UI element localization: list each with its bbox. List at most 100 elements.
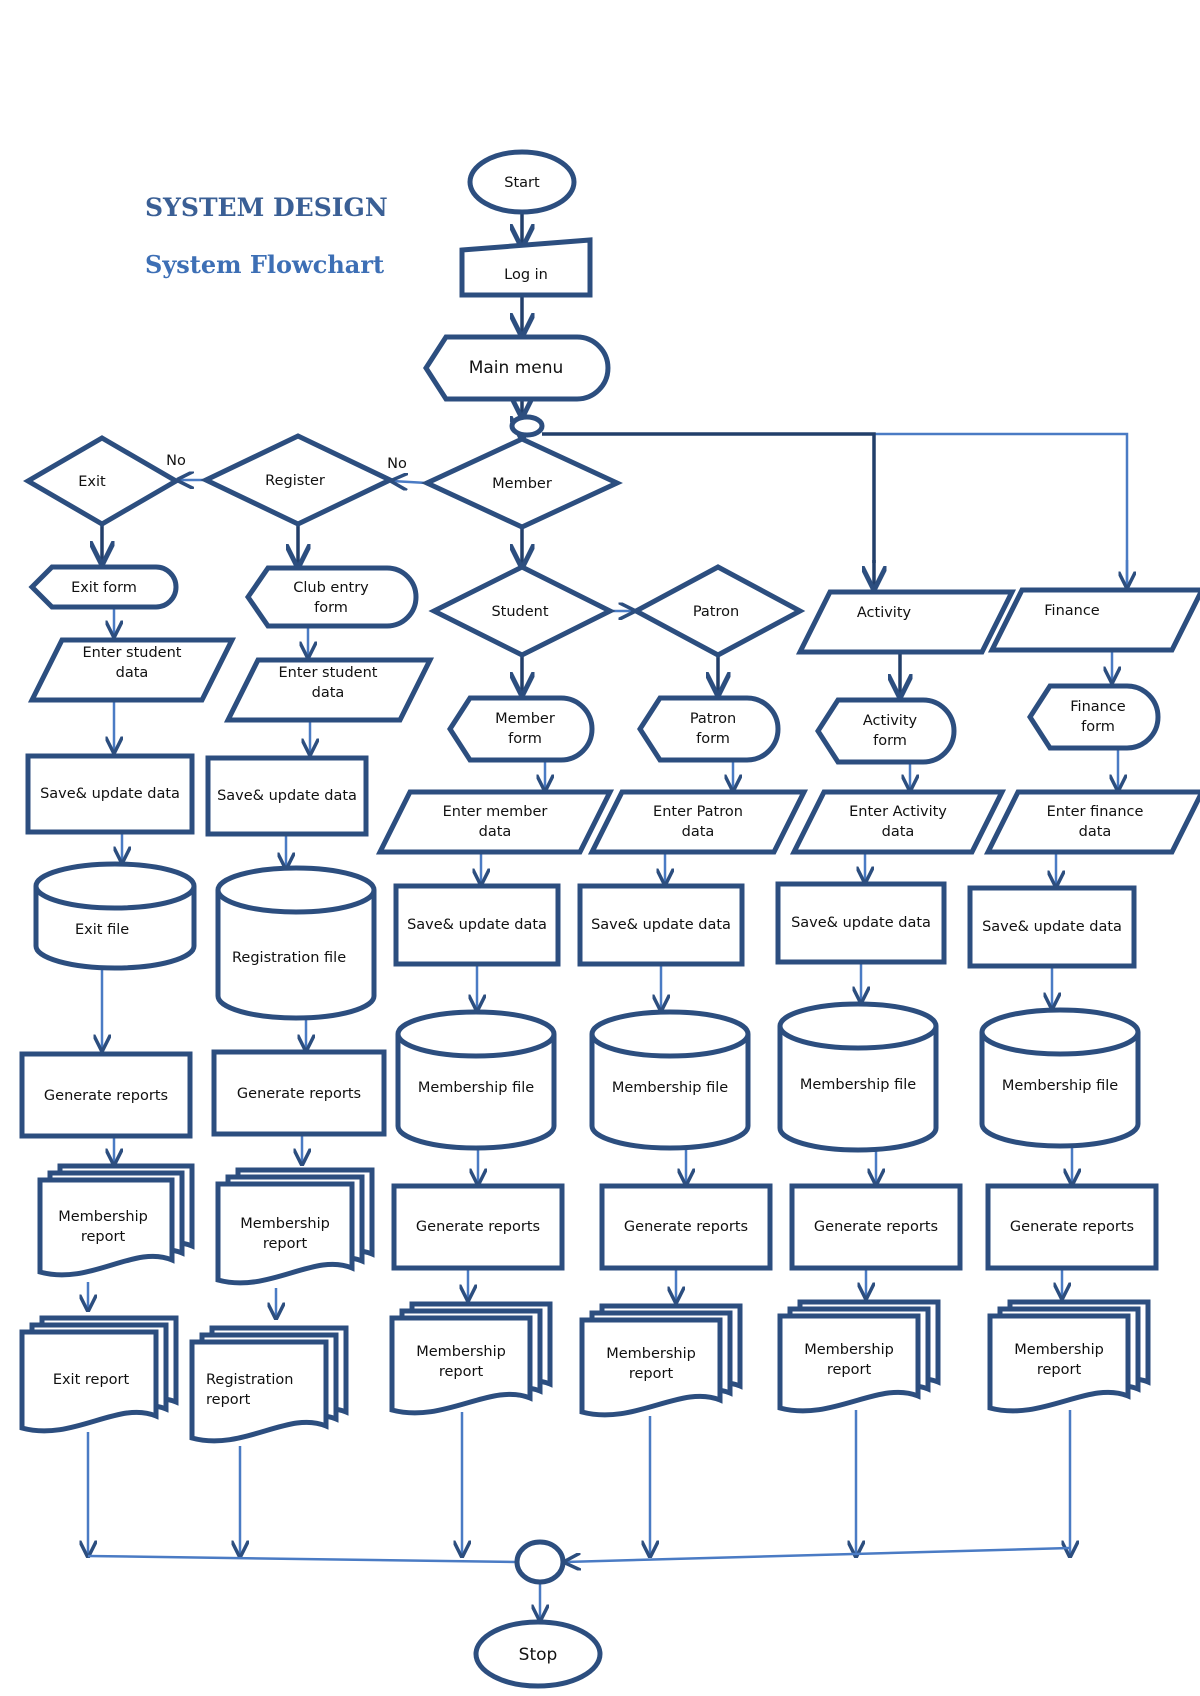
patron-label: Patron: [693, 604, 739, 620]
start-terminator: [467, 149, 577, 215]
student-decision: [428, 564, 616, 658]
exit-generate-label: Generate reports: [44, 1088, 168, 1104]
finance-file-label: Membership file: [1002, 1078, 1118, 1094]
start-label: Start: [504, 175, 540, 191]
activity-report-doc: [777, 1299, 941, 1414]
member-decision: [421, 436, 623, 530]
student-file-label: Membership file: [418, 1080, 534, 1096]
patron-generate-label: Generate reports: [624, 1219, 748, 1235]
student-file-storage: [395, 1009, 557, 1151]
activity-generate-label: Generate reports: [814, 1219, 938, 1235]
exit-membership-report-doc: [37, 1163, 195, 1278]
registration-file-label: Registration file: [232, 950, 346, 966]
main-menu-display: [423, 334, 611, 402]
exit-form-label: Exit form: [71, 580, 137, 596]
activity-file-storage: [777, 1001, 939, 1153]
activity-save-process: [775, 881, 947, 965]
finance-label: Finance: [1044, 603, 1100, 619]
register-generate-label: Generate reports: [237, 1086, 361, 1102]
no-label-exit: No: [166, 453, 186, 469]
activity-input-parallelogram: [795, 589, 1017, 655]
exit-file-label: Exit file: [75, 922, 129, 938]
student-save-label: Save& update data: [407, 917, 547, 933]
patron-decision: [630, 564, 806, 658]
main-menu-label: Main menu: [469, 358, 564, 378]
registration-file-storage: [215, 865, 377, 1021]
student-save-process: [393, 883, 561, 967]
finance-input-parallelogram: [987, 587, 1200, 653]
collector-connector: [514, 1539, 566, 1585]
finance-save-process: [967, 885, 1137, 969]
exit-generate-process: [19, 1051, 193, 1139]
patron-input-parallelogram: [587, 789, 809, 855]
finance-save-label: Save& update data: [982, 919, 1122, 935]
stop-label: Stop: [519, 1645, 558, 1665]
activity-generate-process: [789, 1183, 963, 1271]
flowchart-shapes: [19, 149, 1200, 1689]
exit-decision: [23, 435, 181, 527]
login-manual-input: [459, 237, 593, 298]
student-label: Student: [491, 604, 548, 620]
login-label: Log in: [504, 267, 548, 283]
exit-save-label: Save& update data: [40, 786, 180, 802]
line-to-activity: [542, 432, 876, 563]
activity-save-label: Save& update data: [791, 915, 931, 931]
finance-input-parallelogram: [983, 789, 1200, 855]
register-save-label: Save& update data: [217, 788, 357, 804]
student-report-doc: [389, 1301, 553, 1416]
arrow-member-register: [392, 481, 428, 483]
stop-terminator: [473, 1619, 603, 1689]
register-decision: [200, 433, 396, 527]
student-generate-process: [391, 1183, 565, 1271]
patron-save-process: [577, 883, 745, 967]
finance-report-doc: [987, 1299, 1151, 1414]
finance-file-storage: [979, 1007, 1141, 1149]
flowchart-title: System Flowchart: [145, 250, 385, 279]
activity-label: Activity: [857, 605, 912, 621]
no-label-register: No: [387, 456, 407, 472]
register-membership-report-doc: [215, 1167, 375, 1286]
activity-form-display: [815, 697, 957, 765]
finance-generate-process: [985, 1183, 1159, 1271]
activity-input-parallelogram: [789, 789, 1007, 855]
patron-save-label: Save& update data: [591, 917, 731, 933]
arrow-collector-right: [565, 1546, 1071, 1562]
registration-report-doc: [189, 1325, 349, 1444]
patron-file-storage: [589, 1009, 751, 1151]
student-generate-label: Generate reports: [416, 1219, 540, 1235]
student-form-display: [447, 695, 595, 763]
register-generate-process: [211, 1049, 387, 1137]
student-input-parallelogram: [375, 789, 615, 855]
line-collector-left: [87, 1554, 517, 1564]
register-save-process: [205, 755, 369, 837]
register-label: Register: [265, 473, 325, 489]
patron-generate-process: [599, 1183, 773, 1271]
exit-save-process: [25, 753, 195, 835]
member-label: Member: [492, 476, 552, 492]
activity-file-label: Membership file: [800, 1077, 916, 1093]
finance-generate-label: Generate reports: [1010, 1219, 1134, 1235]
finance-form-display: [1027, 683, 1161, 751]
exit-form-display: [28, 564, 179, 610]
exit-report-label: Exit report: [53, 1372, 130, 1388]
patron-form-display: [637, 695, 781, 763]
register-input-parallelogram: [223, 657, 435, 723]
exit-label: Exit: [78, 474, 106, 490]
